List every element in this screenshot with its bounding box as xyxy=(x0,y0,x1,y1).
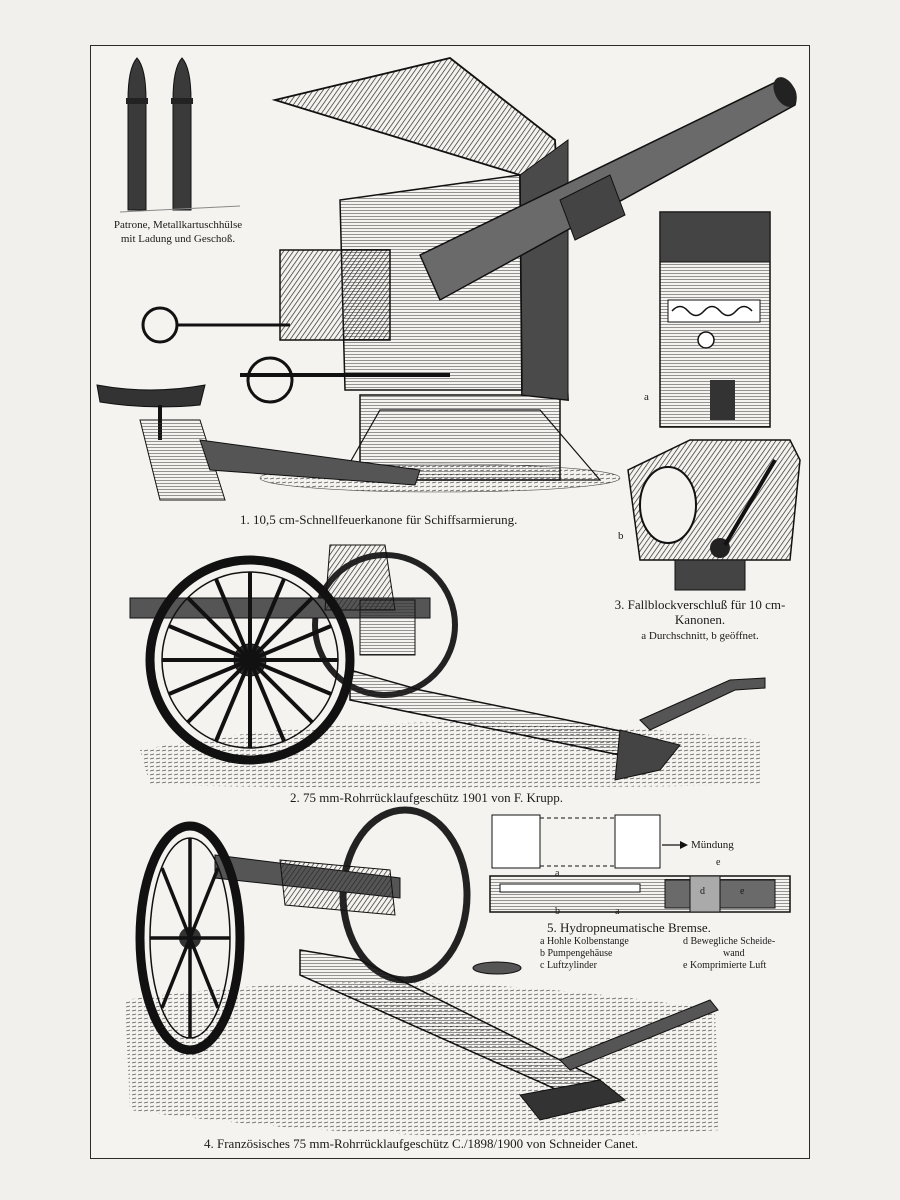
fig5-legend-b: b Pumpengehäuse xyxy=(540,948,613,959)
hydropneumatic-brake-diagram xyxy=(489,814,791,913)
fig5-label-e-mid: e xyxy=(740,886,745,897)
fig4-caption: 4. Französisches 75 mm-Rohrrücklaufgesch… xyxy=(204,1136,638,1151)
fig2-caption: 2. 75 mm-Rohrrücklaufgeschütz 1901 von F… xyxy=(290,790,563,805)
fig3-caption-line2: Kanonen. xyxy=(674,612,726,627)
fig5-legend-d2: wand xyxy=(723,948,745,959)
fig3-label-a: a xyxy=(644,391,649,403)
fig5-legend-left: a Hohle Kolbenstange b Pumpengehäuse c L… xyxy=(540,936,629,972)
fig5-label-a-bottom: a xyxy=(615,906,620,917)
fig5-legend-right: d Bewegliche Scheide- wand e Komprimiert… xyxy=(683,936,775,972)
fig5-label-d: d xyxy=(700,886,705,897)
breech-block-illustration xyxy=(627,211,801,591)
fig5-label-b: b xyxy=(555,906,560,917)
fig5-legend-e: e Komprimierte Luft xyxy=(683,960,767,971)
cartridge-caption: Patrone, Metallkartuschhülse mit Ladung … xyxy=(98,218,258,246)
fig3-subcaption: a Durchschnitt, b geöffnet. xyxy=(641,630,759,642)
krupp-field-gun-illustration xyxy=(129,544,766,788)
fig5-legend-d1: d Bewegliche Scheide- xyxy=(683,936,776,947)
fig5-legend-a: a Hohle Kolbenstange xyxy=(540,936,629,947)
fig3-caption: 3. Fallblockverschluß für 10 cm- Kanonen… xyxy=(600,597,800,644)
fig3-label-b: b xyxy=(618,530,624,542)
naval-gun-illustration xyxy=(96,57,797,501)
fig3-caption-line1: 3. Fallblockverschluß für 10 cm- xyxy=(614,597,786,612)
cartridge-caption-line2: mit Ladung und Geschoß. xyxy=(120,233,236,245)
fig5-label-e-top: e xyxy=(716,857,721,868)
schneider-canet-gun-illustration xyxy=(125,806,720,1137)
fig5-legend-c: c Luftzylinder xyxy=(540,960,597,971)
cartridge-caption-line1: Patrone, Metallkartuschhülse xyxy=(113,219,243,231)
fig1-caption: 1. 10,5 cm-Schnellfeuerkanone für Schiff… xyxy=(240,512,518,527)
fig5-muendung-label: Mündung xyxy=(691,839,734,851)
fig5-caption: 5. Hydropneumatische Bremse. xyxy=(547,920,711,935)
fig5-label-a-top: a xyxy=(555,868,560,879)
cartridge-illustration xyxy=(119,57,241,213)
